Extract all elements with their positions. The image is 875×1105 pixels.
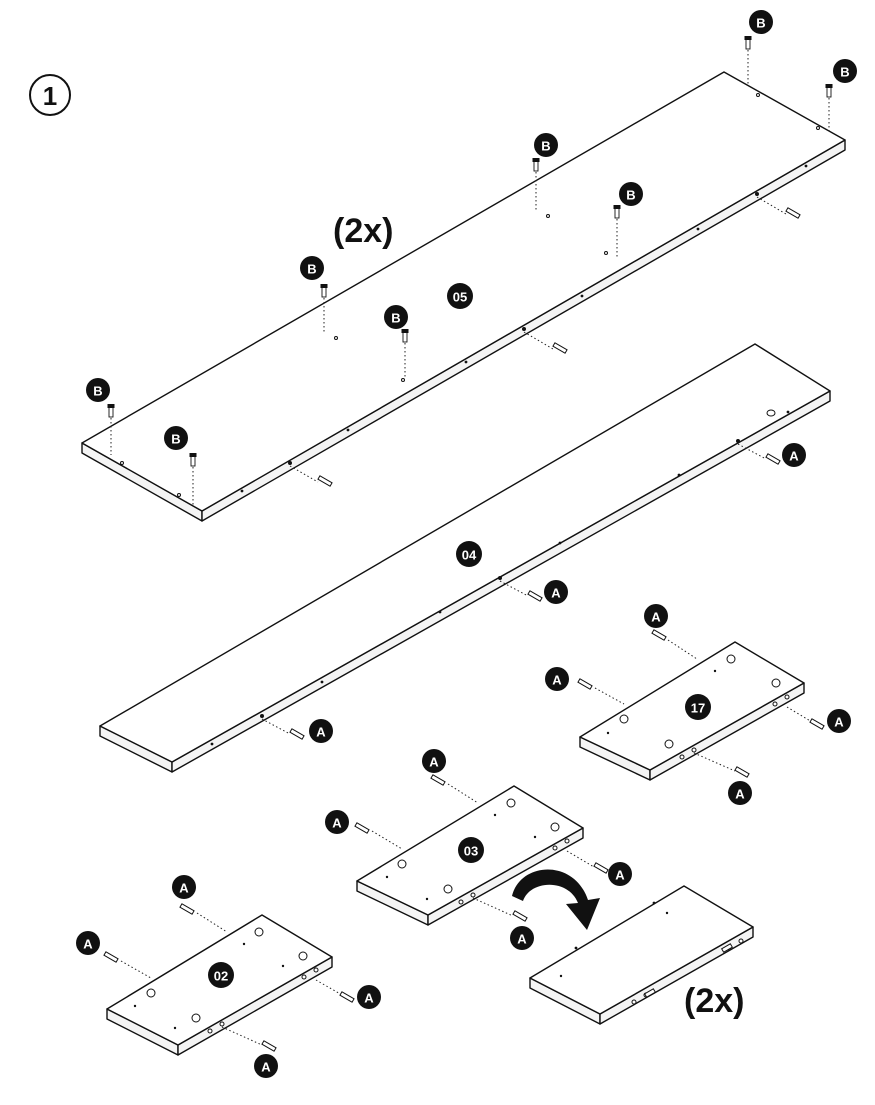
- svg-text:05: 05: [453, 290, 467, 305]
- dowel-a-labels-17: A A A A: [545, 604, 851, 805]
- panel-05-edge-holes: [120, 93, 820, 497]
- screw-b-5: B: [532, 133, 558, 210]
- svg-text:A: A: [261, 1060, 271, 1075]
- screw-label: B: [171, 432, 180, 447]
- svg-text:A: A: [179, 881, 189, 896]
- step-circle: [29, 74, 71, 116]
- svg-text:A: A: [364, 991, 374, 1006]
- dowel-a-labels-03: A A A A: [325, 749, 632, 950]
- part-label-17: 17: [685, 694, 711, 720]
- svg-text:A: A: [651, 610, 661, 625]
- quantity-label-bottom: (2x): [684, 982, 744, 1020]
- panel-flipped: [529, 885, 754, 1025]
- screws-b: B B B B B: [86, 10, 857, 505]
- panel-04-dowels: [261, 443, 781, 740]
- screw-label: B: [840, 65, 849, 80]
- dowel-a-labels-04: A A A: [309, 443, 806, 743]
- screw-b-1: B: [86, 378, 115, 455]
- svg-text:A: A: [429, 755, 439, 770]
- dowel-a-labels-02: A A A A: [76, 875, 381, 1078]
- panel-04-edge-holes: [210, 409, 790, 746]
- svg-text:A: A: [552, 673, 562, 688]
- screw-label: B: [626, 188, 635, 203]
- part-label-02: 02: [208, 962, 234, 988]
- svg-text:A: A: [834, 715, 844, 730]
- svg-text:03: 03: [464, 844, 478, 859]
- svg-text:A: A: [789, 449, 799, 464]
- svg-text:A: A: [316, 725, 326, 740]
- screw-label: B: [541, 139, 550, 154]
- svg-text:A: A: [332, 816, 342, 831]
- svg-text:A: A: [551, 586, 561, 601]
- svg-text:02: 02: [214, 969, 228, 984]
- screw-b-2: B: [164, 426, 197, 505]
- screw-b-8: B: [825, 59, 857, 134]
- screw-b-3: B: [300, 256, 328, 334]
- screw-b-6: B: [613, 182, 643, 257]
- quantity-label-top: (2x): [333, 212, 393, 250]
- screw-label: B: [307, 262, 316, 277]
- panel-05-dowels: [289, 196, 801, 487]
- screw-b-7: B: [744, 10, 773, 86]
- part-label-04: 04: [456, 541, 482, 567]
- flip-arrow-icon: [512, 869, 600, 930]
- svg-text:A: A: [615, 868, 625, 883]
- svg-text:A: A: [735, 787, 745, 802]
- screw-label: B: [756, 16, 765, 31]
- svg-text:A: A: [83, 937, 93, 952]
- screw-label: B: [93, 384, 102, 399]
- screw-b-4: B: [384, 305, 409, 377]
- screw-label: B: [391, 311, 400, 326]
- part-label-03: 03: [458, 837, 484, 863]
- step-indicator: 1: [29, 74, 71, 116]
- svg-text:A: A: [517, 932, 527, 947]
- part-label-05: 05: [447, 283, 473, 309]
- panel-flipped-top-face: [529, 885, 754, 1015]
- svg-text:17: 17: [691, 701, 705, 716]
- step-number: 1: [43, 81, 57, 111]
- svg-text:04: 04: [462, 548, 477, 563]
